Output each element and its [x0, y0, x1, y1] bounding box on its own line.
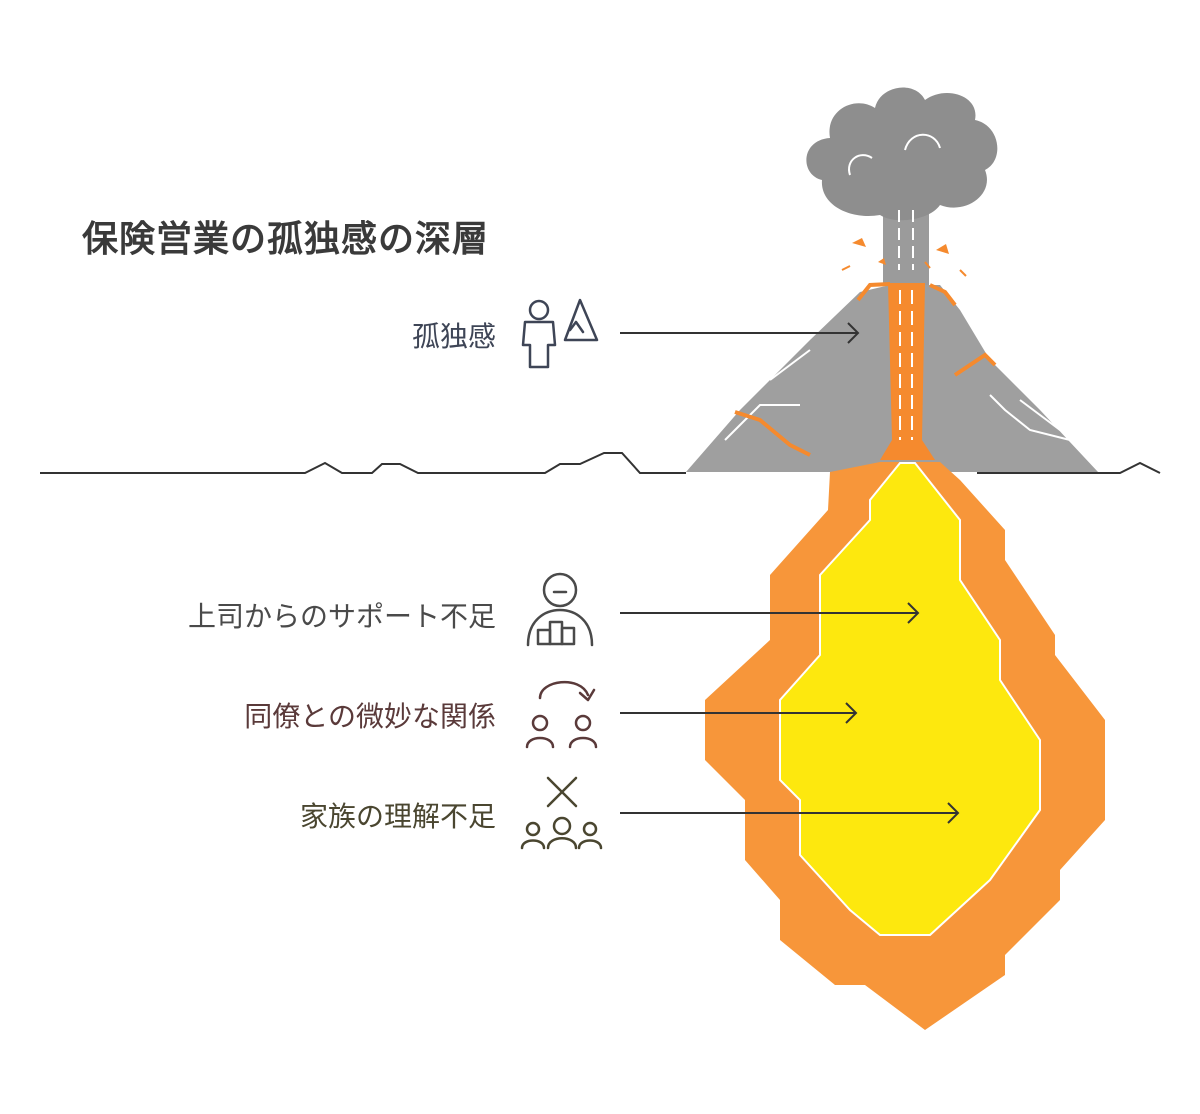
arrow-lonely [620, 322, 860, 344]
ash-cloud [806, 87, 998, 285]
lonely-person-mountain-icon [521, 298, 599, 369]
volcano-cone [686, 282, 1098, 472]
arrow-colleague-relations [620, 702, 858, 724]
label-boss-support: 上司からのサポート不足 [188, 595, 496, 635]
arrow-family-understanding [620, 802, 960, 824]
magma-chamber [705, 462, 1105, 1030]
person-with-blocks-icon [526, 572, 594, 647]
eruption-splashes [852, 238, 949, 265]
label-family-understanding: 家族の理解不足 [300, 795, 496, 835]
label-lonely-text: 孤独感 [411, 320, 496, 353]
two-people-cycle-icon [525, 680, 598, 749]
label-colleague-relations-text: 同僚との微妙な関係 [244, 700, 496, 733]
label-boss-support-text: 上司からのサポート不足 [187, 600, 496, 633]
family-cross-icon [520, 776, 603, 850]
label-lonely: 孤独感 [412, 315, 496, 355]
label-family-understanding-text: 家族の理解不足 [299, 800, 496, 833]
eruption-sparks [841, 261, 967, 277]
page-title: 保険営業の孤独感の深層 [82, 219, 490, 260]
label-colleague-relations: 同僚との微妙な関係 [244, 695, 496, 735]
arrow-boss-support [620, 602, 920, 624]
arrows [620, 322, 960, 824]
ground-line [40, 452, 1161, 474]
